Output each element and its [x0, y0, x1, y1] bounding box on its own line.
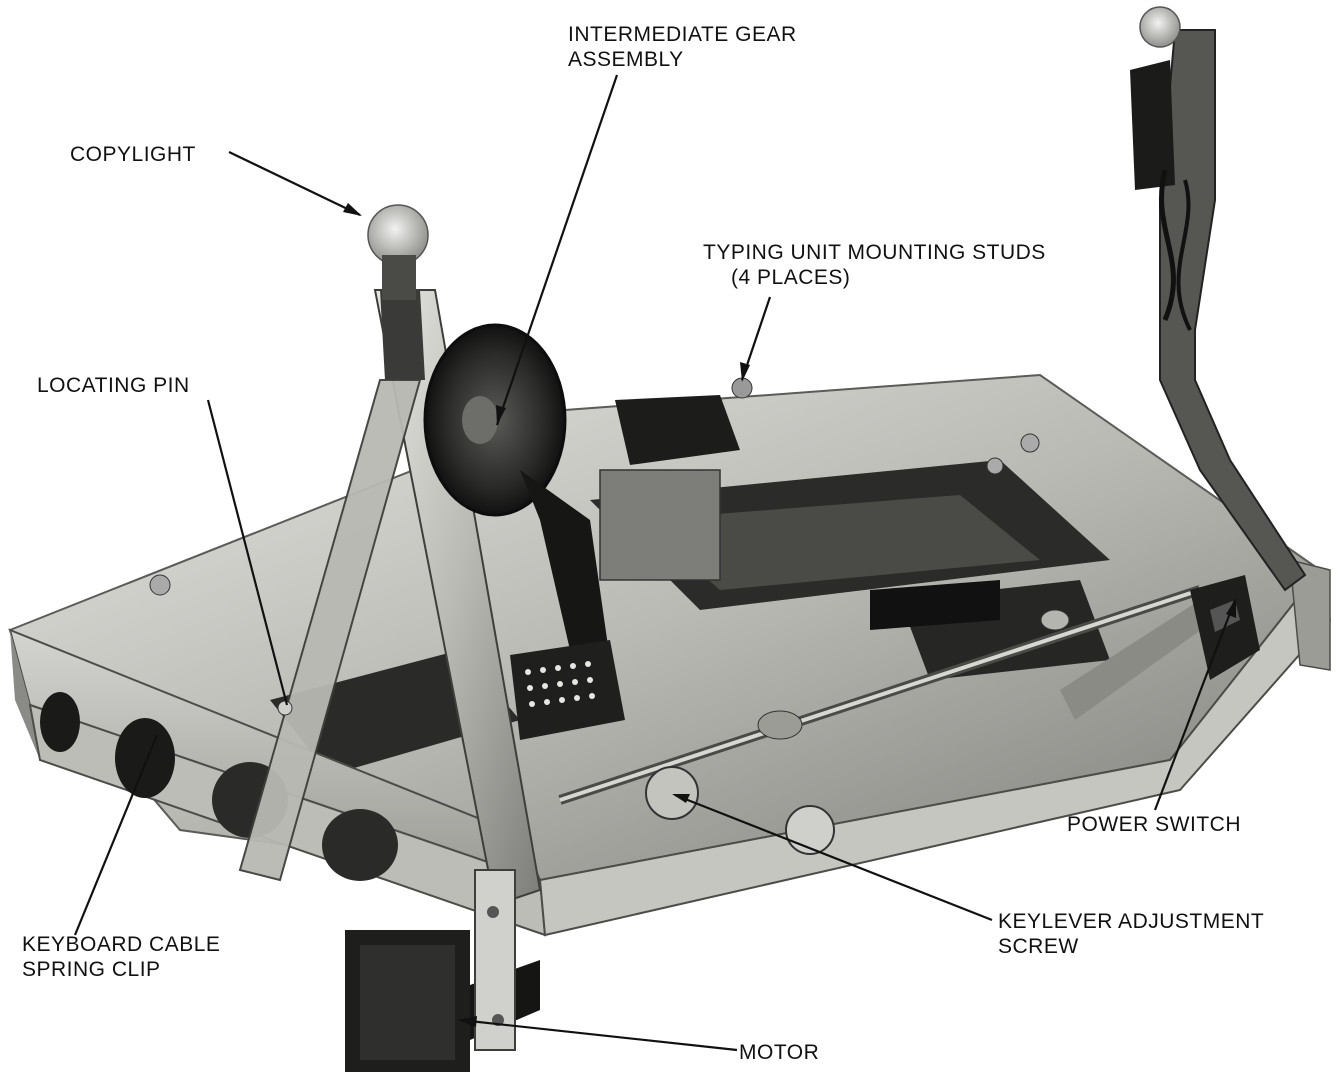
label-power-switch: POWER SWITCH [1067, 812, 1241, 837]
label-keyboard-cable-spring-clip: KEYBOARD CABLE SPRING CLIP [22, 932, 220, 982]
label-power-switch-text: POWER SWITCH [1067, 813, 1241, 836]
label-motor: MOTOR [739, 1040, 819, 1065]
label-locating-pin-text: LOCATING PIN [37, 374, 190, 397]
label-intermediate-gear-assembly: INTERMEDIATE GEAR ASSEMBLY [568, 22, 797, 72]
arrowheads [343, 203, 1236, 1027]
label-typing-unit-mounting-studs: TYPING UNIT MOUNTING STUDS (4 PLACES) [703, 240, 1046, 290]
label-locating-pin: LOCATING PIN [37, 373, 190, 398]
label-keyboard-cable-line1: KEYBOARD CABLE [22, 933, 221, 956]
connector-block [510, 640, 625, 740]
label-copylight: COPYLIGHT [70, 142, 196, 167]
label-motor-text: MOTOR [739, 1041, 820, 1064]
copylight-bulb-left [367, 204, 429, 300]
label-keylever-line2: SCREW [998, 935, 1079, 958]
label-keyboard-cable-line2: SPRING CLIP [22, 958, 161, 981]
label-keylever-line1: KEYLEVER ADJUSTMENT [998, 910, 1265, 933]
chassis-right-rail [538, 559, 1332, 937]
keylever-shaft [558, 585, 1202, 855]
label-intermediate-gear-line1: INTERMEDIATE GEAR [568, 23, 797, 46]
label-intermediate-gear-line2: ASSEMBLY [568, 48, 684, 71]
copylight-right-arm [1130, 6, 1307, 592]
rear-switch-block [149, 377, 1040, 716]
label-typing-unit-line2: (4 PLACES) [731, 266, 851, 289]
label-keylever-adjustment-screw: KEYLEVER ADJUSTMENT SCREW [998, 909, 1264, 959]
label-typing-unit-line1: TYPING UNIT MOUNTING STUDS [703, 241, 1046, 264]
intermediate-gear [423, 323, 610, 660]
label-copylight-text: COPYLIGHT [70, 143, 196, 166]
